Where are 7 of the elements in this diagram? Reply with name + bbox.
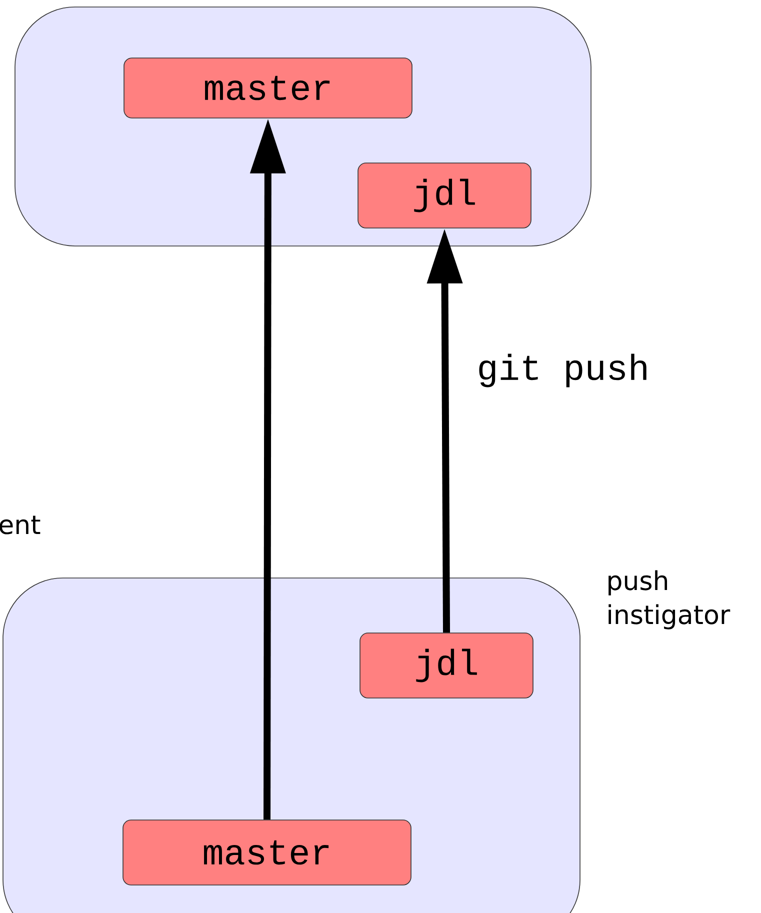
branch-box: master [124,58,412,118]
side-label: ent [0,516,40,534]
branch-box: jdl [358,162,532,228]
branch-box: jdl [360,632,534,698]
caption-text: push instigator [608,570,730,630]
branch-box: master [122,820,412,886]
edge-label: git push [479,354,646,388]
